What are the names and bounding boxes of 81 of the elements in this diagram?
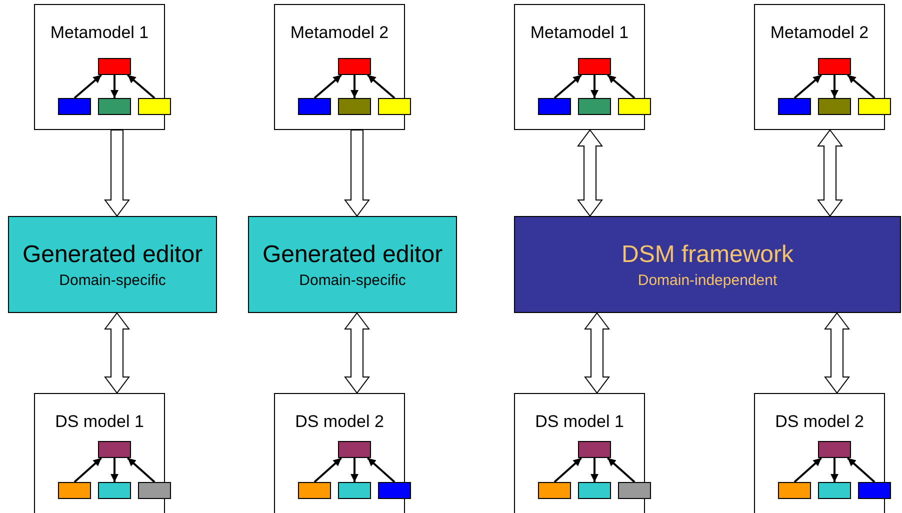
class-box [818,58,851,75]
class-box [98,482,131,499]
class-box [98,58,131,75]
block-arrow [344,312,370,394]
arrow [350,75,358,98]
arrow [794,74,822,99]
arrow [830,458,838,482]
block-arrow [104,312,130,394]
class-box [858,482,891,499]
class-box [338,98,371,115]
box-title: DS model 2 [774,412,865,432]
class-box [818,482,851,499]
class-box [538,98,571,115]
class-box [98,441,131,458]
class-box [778,482,811,499]
class-box [818,441,851,458]
class-box [338,482,371,499]
class-box [378,98,411,115]
arrow [110,458,118,482]
class-box [298,482,331,499]
class-box [338,58,371,75]
block-arrow [577,129,603,217]
arrow [590,458,598,482]
arrow [314,74,342,99]
class-box [778,98,811,115]
block-arrow [824,312,850,394]
class-box [578,441,611,458]
box-title: Metamodel 2 [769,23,870,43]
arrow [554,74,582,99]
class-box [538,482,571,499]
arrow [590,75,598,98]
block-arrow [344,130,370,217]
arrow [350,458,358,482]
arrow [607,74,636,99]
arrow [74,74,102,99]
class-box [58,482,91,499]
class-box [858,98,891,115]
box-title: Metamodel 1 [49,23,150,43]
arrow [110,75,118,98]
arrow [847,74,876,99]
editor-box [248,216,457,313]
editor-box [8,216,217,313]
box-subtitle: Domain-specific [298,272,407,289]
class-box [578,58,611,75]
class-box [138,98,171,115]
arrow [127,457,156,483]
framework-box [514,216,901,313]
box-title: DS model 1 [534,412,625,432]
arrow [74,457,102,483]
class-box [98,98,131,115]
arrow [127,74,156,99]
box-title: DSM framework [620,241,795,269]
arrow [607,457,636,483]
arrow [554,457,582,483]
box-title: DS model 1 [54,412,145,432]
block-arrow [817,129,843,217]
box-title: Metamodel 1 [529,23,630,43]
box-subtitle: Domain-specific [58,272,167,289]
arrow [314,457,342,483]
arrow [367,457,396,483]
class-box [298,98,331,115]
arrow [847,457,876,483]
class-box [378,482,411,499]
box-title: DS model 2 [294,412,385,432]
block-arrow [584,312,610,394]
block-arrow [104,130,130,217]
class-box [578,482,611,499]
arrow [830,75,838,98]
arrow [367,74,396,99]
class-box [338,441,371,458]
class-box [138,482,171,499]
box-title: Generated editor [21,241,204,269]
class-box [58,98,91,115]
class-box [618,98,651,115]
class-box [618,482,651,499]
box-title: Generated editor [261,241,444,269]
arrow [794,457,822,483]
box-title: Metamodel 2 [289,23,390,43]
class-box [818,98,851,115]
box-subtitle: Domain-independent [636,272,778,289]
class-box [578,98,611,115]
